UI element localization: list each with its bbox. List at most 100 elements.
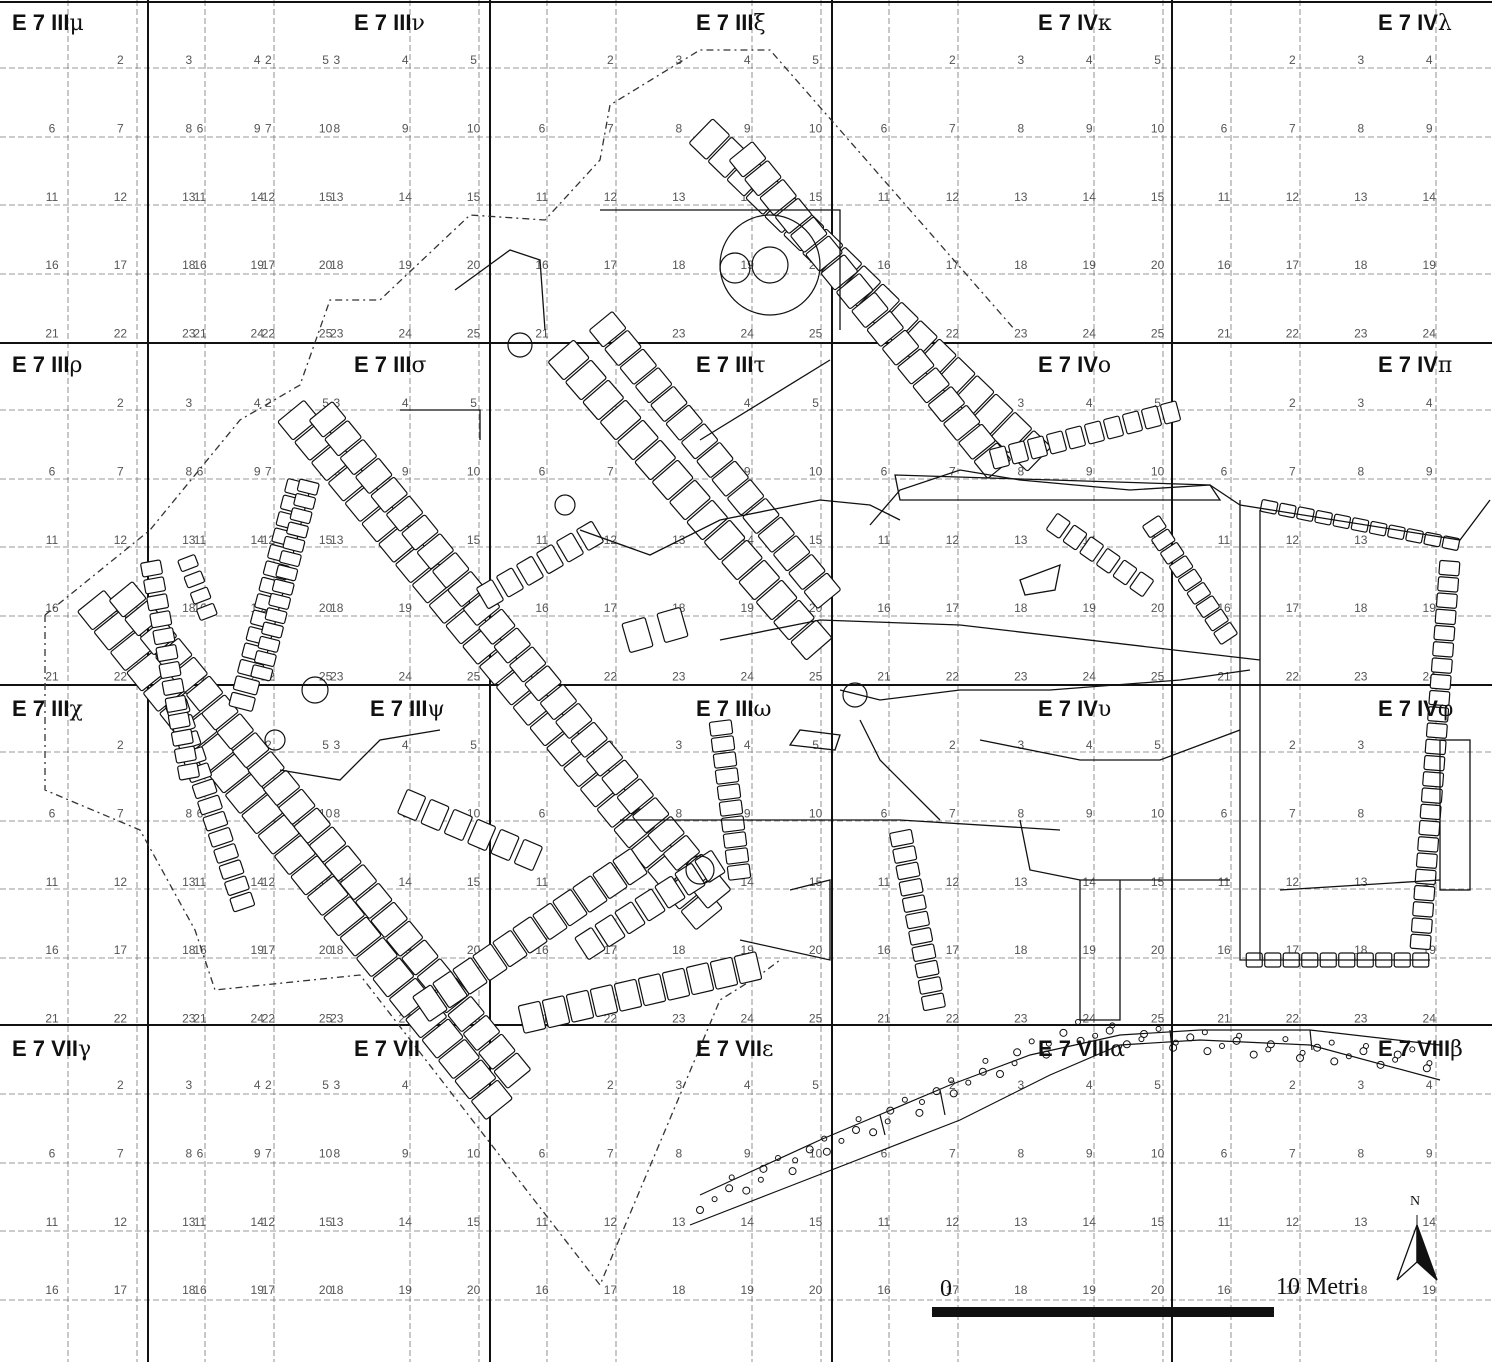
pebble: [1011, 1060, 1018, 1067]
pebble: [1363, 1043, 1369, 1049]
sub-square-number: 25: [809, 670, 823, 684]
wall-block: [836, 273, 874, 309]
sub-square-number: 16: [877, 1283, 891, 1297]
wall-block: [570, 722, 608, 758]
sub-square-number: 15: [467, 875, 481, 889]
wall-block: [186, 675, 223, 712]
wall-block: [289, 507, 313, 525]
wall-block: [928, 386, 965, 422]
sub-square-number: 12: [1286, 875, 1300, 889]
north-arrow-icon: [1396, 1215, 1438, 1281]
sub-square-number: 14: [251, 190, 265, 204]
sub-square-number: 12: [946, 875, 960, 889]
pebble-path: [689, 1029, 1441, 1226]
pebble: [1045, 1040, 1052, 1047]
pebble: [965, 1079, 972, 1086]
sub-square-number: 6: [539, 464, 546, 478]
sub-square-number: 11: [46, 875, 59, 889]
sub-square-number: 4: [744, 396, 751, 410]
sub-square-number: 18: [330, 258, 344, 272]
sub-square-number: 12: [946, 1215, 960, 1229]
sub-square-number: 11: [878, 190, 891, 204]
wall-block: [681, 423, 719, 460]
wall-block: [1122, 410, 1143, 435]
sub-square-number: 11: [46, 1215, 59, 1229]
wall-block: [1434, 608, 1457, 626]
sub-square-number: 5: [1154, 1078, 1161, 1092]
wall-block: [340, 916, 382, 957]
sub-square-number: 8: [1017, 806, 1024, 820]
pebble: [728, 1174, 735, 1181]
square-label: E 7 IIIξ: [696, 10, 766, 36]
wall-block: [1160, 542, 1185, 565]
wall-block: [472, 943, 508, 981]
sub-square-number: 4: [1426, 53, 1433, 67]
sub-square-number: 21: [45, 670, 59, 684]
sub-square-number: 22: [262, 1012, 276, 1026]
wall-block: [921, 992, 946, 1012]
wall-block: [635, 367, 673, 404]
sub-square-number: 17: [946, 943, 960, 957]
sub-square-number: 7: [265, 1146, 272, 1160]
pebble: [1042, 1050, 1051, 1059]
sub-square-number: 8: [333, 1146, 340, 1160]
wall-block: [1160, 400, 1181, 425]
sub-square-number: 14: [251, 875, 265, 889]
pebble: [1169, 1043, 1178, 1052]
sub-square-number: 16: [45, 1283, 59, 1297]
sub-square-number: 22: [114, 1012, 128, 1026]
wall-block: [634, 888, 666, 922]
wall-block: [279, 550, 302, 567]
sub-square-number: 8: [185, 464, 192, 478]
wall-block: [604, 330, 642, 366]
sub-square-number: 4: [254, 53, 261, 67]
sub-square-number: 13: [330, 533, 344, 547]
sub-square-number: 17: [1286, 1283, 1300, 1297]
sub-square-number: 16: [1217, 258, 1231, 272]
sub-square-number: 8: [185, 1146, 192, 1160]
sub-square-number: 20: [467, 1283, 481, 1297]
sub-square-number: 19: [399, 1283, 413, 1297]
sub-square-number: 18: [1014, 601, 1028, 615]
sub-square-number: 7: [949, 806, 956, 820]
sub-square-number: 6: [1221, 806, 1228, 820]
sub-square-number: 16: [1217, 1283, 1231, 1297]
sub-square-number: 19: [1083, 1283, 1097, 1297]
sub-square-number: 12: [946, 190, 960, 204]
wall-block: [612, 848, 648, 886]
sub-square-number: 11: [194, 1215, 207, 1229]
wall-block: [1278, 502, 1297, 519]
sub-square-number: 11: [46, 533, 59, 547]
sub-square-number: 6: [197, 806, 204, 820]
sub-square-number: 17: [946, 1283, 960, 1297]
sub-square-number: 2: [265, 53, 272, 67]
sub-square-number: 24: [251, 327, 265, 341]
sub-square-number: 12: [114, 875, 128, 889]
sub-square-number: 20: [467, 258, 481, 272]
sub-square-number: 8: [675, 1146, 682, 1160]
scale-end-label: 10 Metri: [1276, 1274, 1360, 1300]
pebble: [1299, 1049, 1306, 1056]
wall-block: [619, 348, 657, 385]
wall-block: [991, 412, 1032, 453]
wall-block: [496, 567, 524, 598]
sub-square-number: 19: [399, 601, 413, 615]
sub-square-number: 5: [322, 53, 329, 67]
wall-block: [726, 863, 752, 881]
sub-square-number: 13: [672, 1215, 686, 1229]
sub-square-number: 3: [185, 53, 192, 67]
sub-square-number: 9: [254, 121, 261, 135]
wall-block: [293, 493, 316, 510]
sub-square-number: 6: [49, 121, 56, 135]
sub-square-number: 21: [1217, 670, 1231, 684]
sub-square-number: 18: [182, 258, 196, 272]
wall-block: [397, 789, 426, 821]
wall-block: [372, 957, 414, 998]
pebble: [696, 1206, 704, 1214]
wall-block: [647, 816, 685, 852]
sub-square-number: 6: [539, 1146, 546, 1160]
sub-square-number: 11: [536, 875, 549, 889]
pebble: [1313, 1043, 1322, 1052]
sub-square-number: 12: [262, 190, 276, 204]
sub-square-number: 7: [265, 464, 272, 478]
